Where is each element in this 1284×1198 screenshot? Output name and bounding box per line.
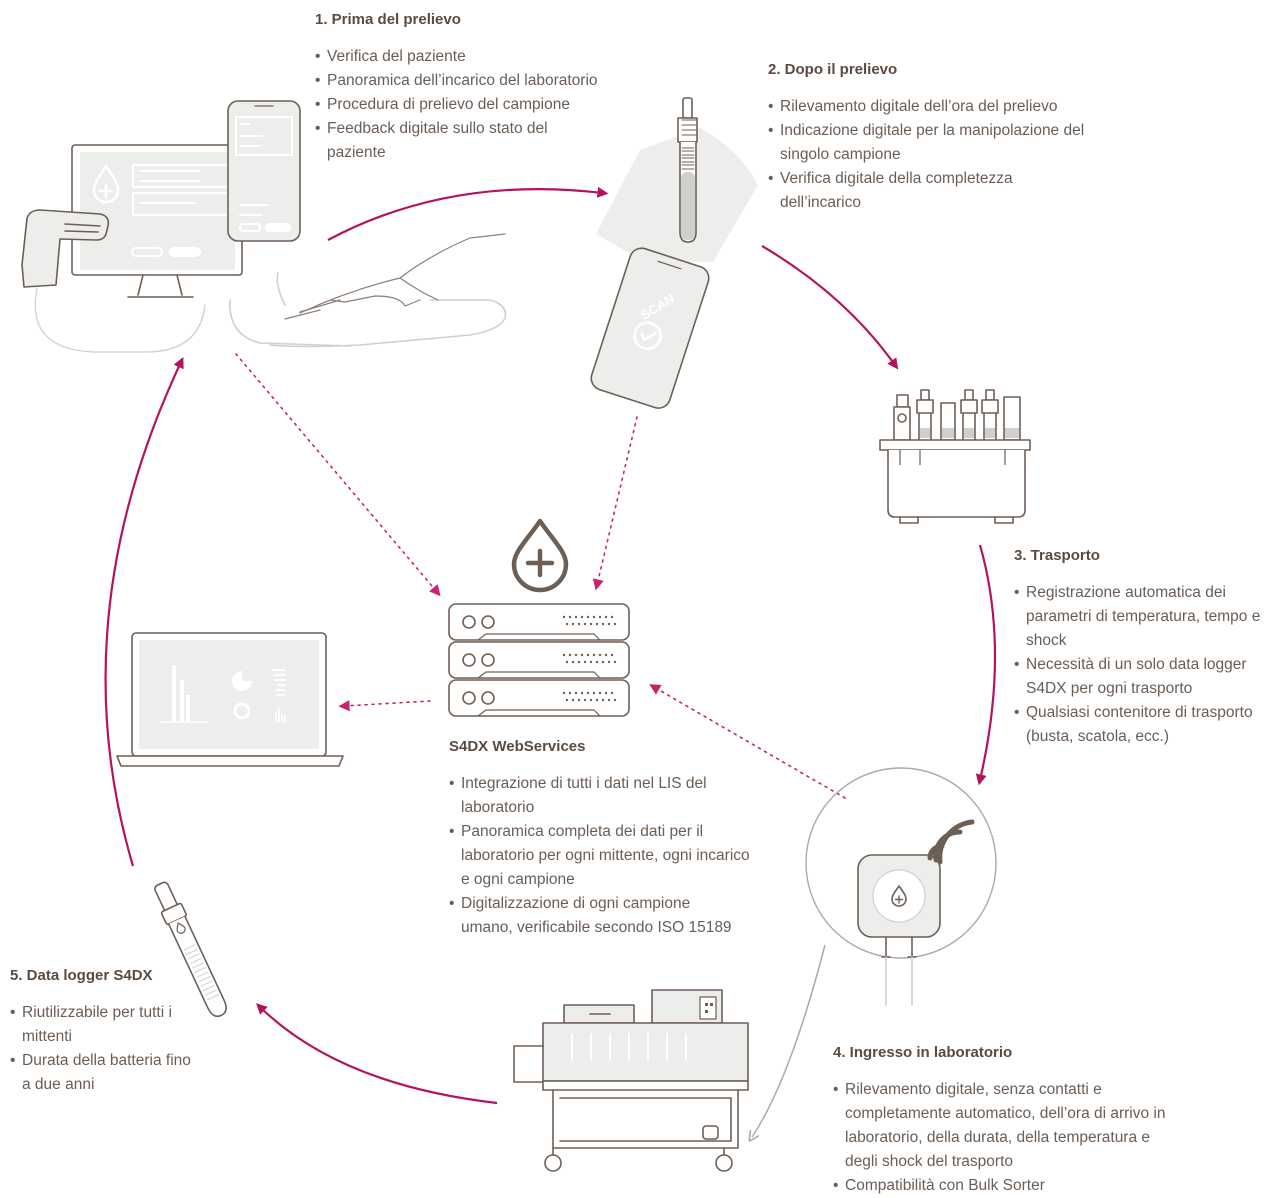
step-3-block: 3. Trasporto Registrazione automatica de… (1014, 546, 1284, 749)
step-4-block: 4. Ingresso in laboratorio Rilevamento d… (833, 1043, 1203, 1198)
step-4-title: 4. Ingresso in laboratorio (833, 1044, 1013, 1061)
webservices-list: Integrazione di tutti i dati nel LIS del… (449, 772, 751, 940)
step-3-title: 3. Trasporto (1014, 547, 1100, 564)
list-item: Integrazione di tutti i dati nel LIS del… (449, 772, 726, 820)
tube-and-phone-illustration: SCAN (590, 97, 758, 409)
webservices-block: S4DX WebServices Integrazione di tutti i… (449, 737, 751, 940)
arrow-2-to-3 (761, 245, 899, 370)
list-item: Registrazione automatica dei parametri d… (1014, 581, 1266, 653)
webservices-title: S4DX WebServices (449, 738, 586, 755)
list-item: Rilevamento digitale dell’ora del prelie… (768, 95, 1118, 119)
sync-arrows (235, 353, 846, 799)
data-logger-illustration (154, 881, 227, 1018)
step-5-list: Riutilizzabile per tutti i mittenti Dura… (10, 1001, 210, 1097)
bulk-sorter-illustration (513, 989, 749, 1172)
list-item: Riutilizzabile per tutti i mittenti (10, 1001, 172, 1049)
tube-rack-illustration (879, 389, 1031, 524)
list-item: Feedback digitale sullo stato del pazien… (315, 117, 589, 165)
list-item: Necessità di un solo data logger S4DX pe… (1014, 653, 1284, 701)
step-4-list: Rilevamento digitale, senza contatti e c… (833, 1078, 1203, 1198)
list-item: Indicazione digitale per la manipolazion… (768, 119, 1105, 167)
step-2-list: Rilevamento digitale dell’ora del prelie… (768, 95, 1118, 215)
arrow-4-to-5 (256, 1003, 498, 1105)
step-3-list: Registrazione automatica dei parametri d… (1014, 581, 1284, 749)
sync-arrow-phone-to-server (592, 416, 638, 591)
drop-logo-icon (511, 518, 569, 593)
list-item: Panoramica dell’incarico del laboratorio (315, 69, 655, 93)
computer-illustration (21, 100, 507, 353)
server-illustration (448, 518, 630, 717)
step-1-block: 1. Prima del prelievo Verifica del pazie… (315, 10, 655, 165)
list-item: Digitalizzazione di ogni campione umano,… (449, 892, 741, 940)
step-5-block: 5. Data logger S4DX Riutilizzabile per t… (10, 966, 210, 1097)
flow-arrows (104, 186, 997, 1105)
sync-arrow-computer-to-server (235, 353, 441, 597)
list-item: Qualsiasi contenitore di trasporto (bust… (1014, 701, 1266, 749)
step-1-list: Verifica del paziente Panoramica dell’in… (315, 45, 655, 165)
list-item: Compatibilità con Bulk Sorter (833, 1174, 1203, 1198)
step-5-title: 5. Data logger S4DX (10, 967, 153, 984)
arrow-1-to-2 (327, 186, 609, 241)
sync-arrow-reader-to-server (649, 684, 846, 799)
list-item: Verifica del paziente (315, 45, 655, 69)
list-item: Verifica digitale della completezza dell… (768, 167, 1055, 215)
laptop-illustration (116, 632, 344, 767)
sync-arrow-server-to-laptop (338, 700, 431, 712)
arrow-3-to-4 (975, 544, 997, 786)
step-2-title: 2. Dopo il prelievo (768, 61, 898, 78)
step-2-block: 2. Dopo il prelievo Rilevamento digitale… (768, 60, 1118, 215)
arrow-5-to-1 (104, 357, 184, 867)
step-1-title: 1. Prima del prelievo (315, 11, 461, 28)
list-item: Panoramica completa dei dati per il labo… (449, 820, 751, 892)
reader-illustration (805, 767, 997, 1006)
list-item: Durata della batteria fino a due anni (10, 1049, 197, 1097)
list-item: Rilevamento digitale, senza contatti e c… (833, 1078, 1170, 1174)
cable-arrow (752, 944, 826, 1137)
list-item: Procedura di prelievo del campione (315, 93, 655, 117)
